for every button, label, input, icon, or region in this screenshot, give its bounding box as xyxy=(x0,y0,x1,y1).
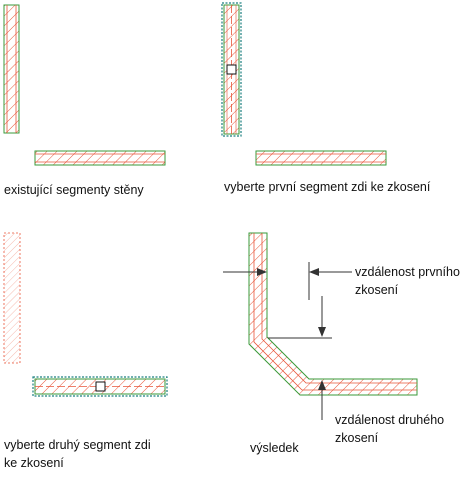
annotation-first-line1: vzdálenost prvního xyxy=(355,265,460,279)
horizontal-wall-segment xyxy=(34,150,166,166)
selected-vertical-wall-segment[interactable] xyxy=(221,2,242,137)
annotation-first-line2: zkosení xyxy=(355,283,399,297)
horizontal-wall-segment-2 xyxy=(255,150,387,166)
annotation-second-line1: vzdálenost druhého xyxy=(335,413,445,427)
caption-result: výsledek xyxy=(250,441,299,455)
panel-select-second xyxy=(3,232,168,397)
dimmed-vertical-wall-segment xyxy=(3,232,21,364)
panel-existing-segments xyxy=(3,4,166,166)
panel-result xyxy=(223,232,418,420)
caption-select-second-line1: vyberte druhý segment zdi xyxy=(4,438,151,452)
pick-box-icon-2 xyxy=(95,381,106,392)
annotation-second-line2: zkosení xyxy=(335,431,379,445)
panel-select-first xyxy=(221,2,387,166)
vertical-wall-segment xyxy=(3,4,20,134)
annotation-second-chamfer: vzdálenost druhého zkosení xyxy=(335,411,444,447)
first-chamfer-dimension xyxy=(223,262,352,339)
caption-select-second: vyberte druhý segment zdi ke zkosení xyxy=(4,436,151,472)
caption-existing-segments: existující segmenty stěny xyxy=(4,183,144,197)
chamfered-wall xyxy=(248,232,418,396)
caption-select-first: vyberte první segment zdi ke zkosení xyxy=(224,180,431,194)
caption-select-second-line2: ke zkosení xyxy=(4,456,64,470)
selected-horizontal-wall-segment[interactable] xyxy=(32,376,168,397)
pick-box-icon xyxy=(226,64,237,75)
annotation-first-chamfer: vzdálenost prvního zkosení xyxy=(355,263,460,299)
